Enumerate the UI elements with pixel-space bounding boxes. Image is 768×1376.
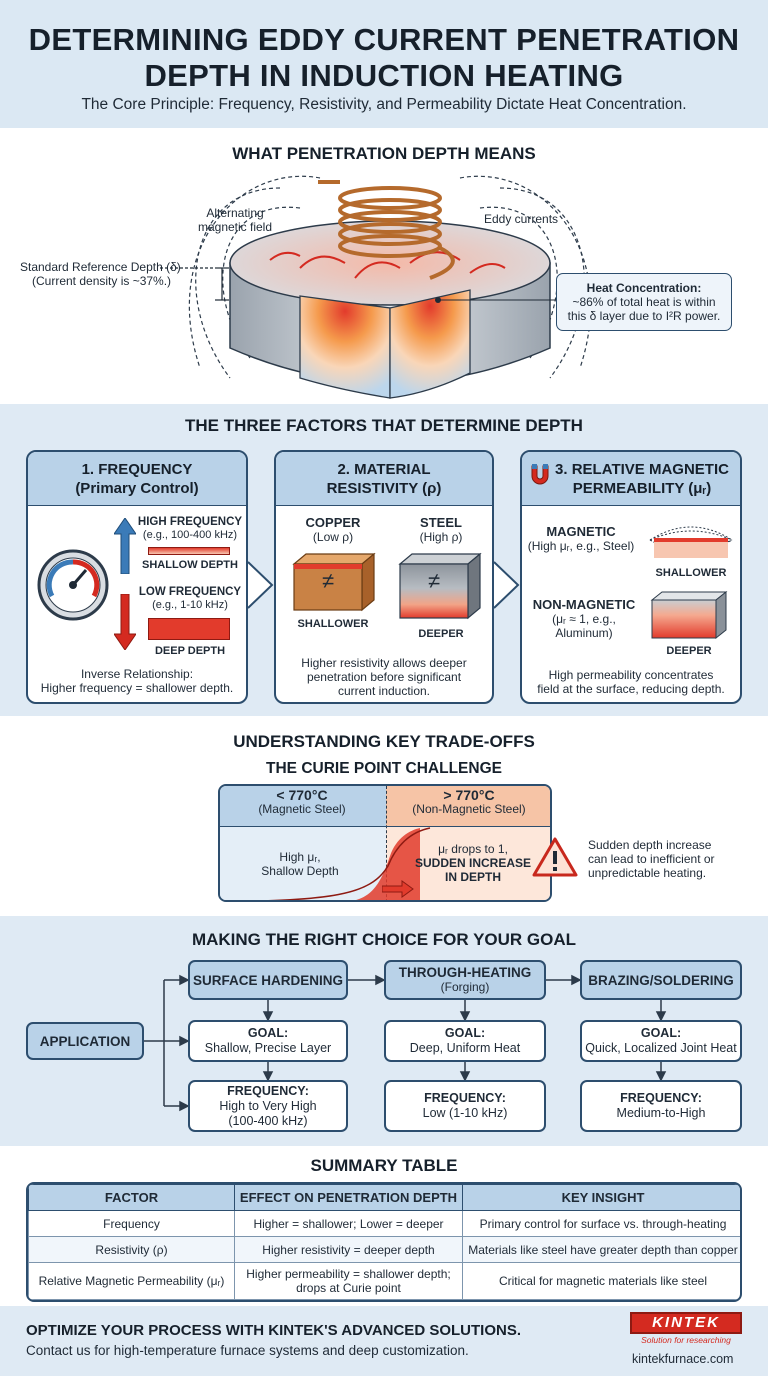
footer-url[interactable]: kintekfurnace.com [632, 1352, 734, 1366]
resistivity-footnote: Higher resistivity allows deeper penetra… [301, 656, 467, 698]
section-title-tradeoffs: UNDERSTANDING KEY TRADE-OFFS [233, 732, 535, 751]
induction-coil [318, 180, 455, 280]
penetration-diagram [160, 175, 592, 399]
page-subtitle: The Core Principle: Frequency, Resistivi… [81, 96, 687, 113]
surface-hardening-goal: GOAL: Shallow, Precise Layer [188, 1020, 348, 1062]
through-heating-box: THROUGH-HEATING (Forging) [384, 960, 546, 1000]
brazing-soldering-box: BRAZING/SOLDERING [580, 960, 742, 1000]
section-title-factors: THE THREE FACTORS THAT DETERMINE DEPTH [185, 416, 583, 435]
shallow-depth-label: SHALLOW DEPTH [142, 559, 238, 571]
magnet-icon [531, 464, 549, 485]
not-equal-symbol: ≠ [427, 568, 441, 593]
summary-table: FACTOR EFFECT ON PENETRATION DEPTH KEY I… [28, 1184, 740, 1300]
table-cell: Frequency [28, 1210, 235, 1237]
heat-concentration-callout: Heat Concentration: ~86% of total heat i… [556, 273, 732, 331]
gauge-icon [37, 549, 109, 621]
summary-table-wrap: FACTOR EFFECT ON PENETRATION DEPTH KEY I… [26, 1182, 742, 1302]
kintek-logo: KINTEK [630, 1312, 742, 1334]
reference-depth-label: Standard Reference Depth (δ) (Current de… [20, 260, 181, 288]
shallow-depth-bar [148, 547, 230, 555]
table-cell: Resistivity (ρ) [28, 1236, 235, 1263]
page-title: DETERMINING EDDY CURRENT PENETRATION DEP… [0, 22, 768, 94]
magnetic-field-sample [649, 526, 733, 558]
table-cell: Higher resistivity = deeper depth [234, 1236, 463, 1263]
magnetic-shallower-label: SHALLOWER [655, 567, 727, 579]
section-title-choice: MAKING THE RIGHT CHOICE FOR YOUR GOAL [191, 930, 577, 949]
magnetic-state-text: High μᵣ, Shallow Depth [261, 850, 339, 878]
deep-depth-label: DEEP DEPTH [154, 645, 226, 657]
table-row: Frequency Higher = shallower; Lower = de… [28, 1210, 740, 1237]
table-cell: Higher permeability = shallower depth; d… [234, 1262, 463, 1300]
table-header-row: FACTOR EFFECT ON PENETRATION DEPTH KEY I… [28, 1184, 740, 1211]
arrow-down-icon [114, 594, 136, 650]
field-label: Alternating magnetic field [197, 206, 273, 234]
not-equal-symbol: ≠ [321, 568, 335, 593]
copper-shallower-label: SHALLOWER [297, 618, 369, 630]
column-header: FACTOR [28, 1184, 235, 1211]
table-cell: Critical for magnetic materials like ste… [462, 1262, 740, 1300]
logo-tagline: Solution for researching [641, 1335, 731, 1345]
card-permeability: 3. RELATIVE MAGNETIC PERMEABILITY (μᵣ) [520, 450, 742, 704]
table-cell: Relative Magnetic Permeability (μᵣ) [28, 1262, 235, 1300]
section-title-summary: SUMMARY TABLE [310, 1156, 458, 1175]
copper-block [292, 552, 376, 612]
section-title-penetration: WHAT PENETRATION DEPTH MEANS [232, 144, 536, 163]
steel-block [398, 552, 482, 620]
column-header: KEY INSIGHT [462, 1184, 740, 1211]
eddy-label: Eddy currents [484, 212, 559, 226]
through-heating-goal: GOAL: Deep, Uniform Heat [384, 1020, 546, 1062]
permeability-footnote: High permeability concentrates field at … [537, 668, 725, 696]
flow-connectors [144, 974, 667, 1112]
through-heating-frequency: FREQUENCY: Low (1-10 kHz) [384, 1080, 546, 1132]
warning-icon [532, 837, 578, 877]
table-cell: Materials like steel have greater depth … [462, 1236, 740, 1263]
table-row: Relative Magnetic Permeability (μᵣ) High… [28, 1262, 740, 1300]
chevron-right-icon [493, 561, 520, 609]
surface-hardening-box: SURFACE HARDENING [188, 960, 348, 1000]
column-header: EFFECT ON PENETRATION DEPTH [234, 1184, 463, 1211]
copper-label: COPPER [305, 515, 361, 530]
steel-deeper-label: DEEPER [418, 628, 464, 640]
table-row: Resistivity (ρ) Higher resistivity = dee… [28, 1236, 740, 1263]
table-cell: Primary control for surface vs. through-… [462, 1210, 740, 1237]
arrow-up-icon [114, 518, 136, 574]
deep-depth-bar [148, 618, 230, 640]
curie-point-title: THE CURIE POINT CHALLENGE [266, 760, 502, 777]
magnetic-label: MAGNETIC [546, 524, 616, 539]
non-magnetic-state-text: μᵣ drops to 1, SUDDEN INCREASE IN DEPTH [414, 842, 531, 884]
table-cell: Higher = shallower; Lower = deeper [234, 1210, 463, 1237]
application-box: APPLICATION [26, 1022, 144, 1060]
surface-hardening-frequency: FREQUENCY: High to Very High (100-400 kH… [188, 1080, 348, 1132]
title-line-2: DEPTH IN INDUCTION HEATING [144, 58, 624, 93]
arrow-right-icon [382, 880, 414, 898]
curie-point-panel [218, 784, 552, 902]
curie-warning-text: Sudden depth increase can lead to ineffi… [588, 838, 715, 880]
brazing-soldering-frequency: FREQUENCY: Medium-to-High [580, 1080, 742, 1132]
footer-contact: Contact us for high-temperature furnace … [26, 1343, 469, 1358]
chevron-right-icon [247, 561, 274, 609]
aluminum-block [650, 590, 728, 640]
non-magnetic-label: NON-MAGNETIC [532, 597, 636, 612]
header-band [0, 0, 768, 128]
steel-label: STEEL [420, 515, 462, 530]
frequency-footnote: Inverse Relationship: Higher frequency =… [40, 667, 234, 695]
depth-marker [160, 267, 229, 301]
non-magnetic-deeper-label: DEEPER [666, 645, 712, 657]
below-curie-label: < 770°C [276, 787, 328, 803]
title-line-1: DETERMINING EDDY CURRENT PENETRATION [28, 22, 740, 57]
eddy-current-arrows [269, 251, 506, 279]
brazing-soldering-goal: GOAL: Quick, Localized Joint Heat [580, 1020, 742, 1062]
low-frequency-label: LOW FREQUENCY [138, 586, 242, 598]
above-curie-label: > 770°C [443, 787, 495, 803]
high-frequency-label: HIGH FREQUENCY [137, 516, 243, 528]
footer-cta: OPTIMIZE YOUR PROCESS WITH KINTEK'S ADVA… [26, 1322, 521, 1339]
